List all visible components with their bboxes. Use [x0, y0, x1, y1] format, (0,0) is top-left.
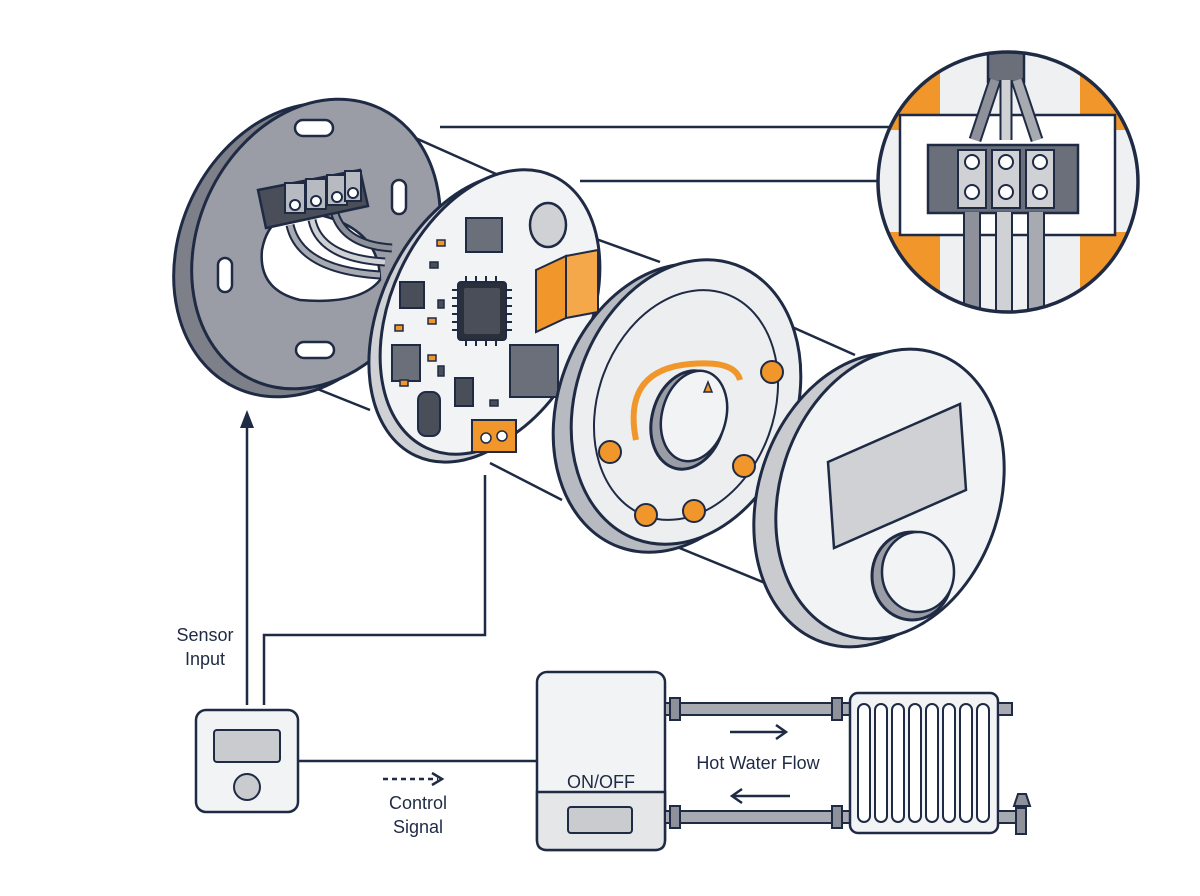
- ring-button[interactable]: [682, 499, 706, 523]
- component-block: [391, 344, 421, 382]
- flow-arrow-right-icon: [730, 723, 789, 741]
- ring-button[interactable]: [760, 360, 784, 384]
- component-block: [399, 281, 425, 309]
- mount-slot: [216, 256, 234, 294]
- component-block: [509, 344, 559, 398]
- return-pipe: [664, 805, 851, 829]
- display-screen: [826, 402, 968, 550]
- radiator: [848, 691, 1032, 835]
- control-signal-arrow: [383, 771, 445, 787]
- sensor-button[interactable]: [233, 773, 261, 801]
- microcontroller-chip: [452, 276, 512, 346]
- pcb-connection-line: [262, 475, 487, 705]
- on-off-label: ON/OFF: [567, 772, 635, 792]
- ring-button[interactable]: [732, 454, 756, 478]
- sensor-input-arrow: [240, 410, 254, 705]
- control-signal-label-line1: Control: [389, 793, 447, 813]
- sensor-input-label-line1: Sensor: [176, 625, 233, 645]
- hot-water-flow-label: Hot Water Flow: [696, 753, 820, 773]
- knob-indicator-icon: [702, 379, 714, 393]
- mount-slot: [390, 178, 408, 216]
- pcb-terminal-connector: [471, 419, 517, 453]
- sensor-display: [213, 729, 281, 763]
- front-cover: [752, 347, 1006, 649]
- crystal-oscillator: [417, 391, 441, 437]
- terminal-block: [256, 168, 370, 230]
- sensor-input-label-line2: Input: [185, 649, 225, 669]
- setpoint-knob: [649, 369, 729, 471]
- mount-slot: [293, 118, 335, 138]
- buzzer: [528, 201, 568, 249]
- circuit-board: [367, 168, 602, 464]
- dial-scale-arc: [630, 360, 743, 441]
- room-sensor: [194, 708, 300, 814]
- wiring-zoom-inset: [876, 50, 1140, 314]
- component-block: [454, 377, 474, 407]
- on-off-switch[interactable]: [567, 806, 633, 834]
- supply-pipe: [664, 697, 851, 721]
- ring-button[interactable]: [598, 440, 622, 464]
- component-block: [465, 217, 503, 253]
- boiler-unit: ON/OFF: [535, 670, 667, 852]
- control-signal-label-line2: Signal: [393, 817, 443, 837]
- control-ring: [551, 258, 803, 554]
- ring-button[interactable]: [634, 503, 658, 527]
- mount-slot: [294, 340, 336, 360]
- radiator-valve-icon[interactable]: [997, 793, 1032, 835]
- flow-arrow-left-icon: [729, 787, 790, 805]
- front-knob[interactable]: [870, 530, 956, 622]
